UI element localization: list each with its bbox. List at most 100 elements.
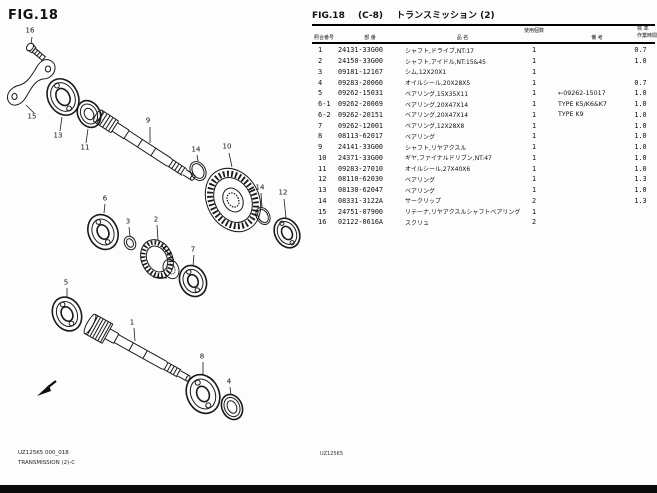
cell-name: ベアリング [405, 133, 436, 141]
cell-qty: 1 [531, 100, 537, 109]
parts-table: FIG.18 (C-8) トランスミッション (2) 照合番号 部 番 品 名 … [312, 8, 657, 228]
part-oil-seal [220, 393, 244, 421]
cell-ref: 12 [318, 175, 327, 184]
table-row: 14 08331-3122A サークリップ 2 1.3 [312, 196, 655, 207]
cell-part-no: 24371-33G00 [338, 153, 384, 162]
table-header: 照合番号 部 番 品 名 使用個数 備 考 標 準 作業時間 [312, 26, 657, 44]
cell-name: ベアリング,12X28X8 [405, 123, 465, 131]
cell-part-no: 09262-15031 [338, 89, 384, 98]
cell-time: 1.0 [634, 57, 647, 66]
cell-time: 1.3 [634, 196, 647, 205]
cell-part-no: 09262-20151 [338, 110, 384, 119]
part-bearing [87, 213, 119, 251]
callout-2: 2 [153, 215, 159, 224]
callout-9: 9 [145, 116, 151, 125]
cell-ref: 10 [318, 153, 327, 162]
table-title-fig: FIG.18 [312, 11, 345, 21]
part-bearing [273, 217, 301, 249]
cell-ref: 4 [318, 78, 323, 87]
cell-name: スクリュ [405, 219, 430, 227]
cell-qty: 2 [531, 196, 537, 205]
cell-name: ベアリング [405, 176, 436, 184]
cell-part-no: 24141-33G00 [338, 143, 384, 152]
callout-16: 16 [25, 26, 35, 35]
part-shim [123, 235, 137, 251]
exploded-parts-diagram: FIG.18 [0, 0, 310, 445]
cell-part-no: 08331-3122A [338, 196, 384, 205]
cell-name: ベアリング,20X47X14 [405, 112, 469, 120]
cell-ref: 2 [318, 57, 323, 66]
cell-part-no: 09262-20069 [338, 100, 384, 109]
cell-time: 1.0 [634, 89, 647, 98]
cell-ref: 5 [318, 89, 323, 98]
table-title-name: トランスミッション (2) [396, 11, 495, 21]
cell-remarks: TYPE K9 [558, 111, 584, 119]
cell-part-no: 08113-62017 [338, 132, 384, 141]
cell-remarks: TYPE K5/K6&K7 [558, 100, 607, 108]
part-idle-gear [140, 239, 180, 280]
part-screw [25, 42, 47, 62]
cell-name: シム,12X20X1 [405, 69, 447, 77]
footer-section-name: TRANSMISSION (2)-C [18, 460, 76, 467]
cell-ref: 14 [318, 196, 327, 205]
cell-name: リテーナ,リヤアクスルシャフトベアリング [405, 209, 521, 217]
cell-part-no: 09262-12001 [338, 121, 384, 130]
callout-11: 11 [80, 143, 90, 152]
cell-ref: 9 [318, 143, 323, 152]
cell-name: ギヤ,ファイナルドリブン,NT:47 [405, 155, 492, 163]
callout-12: 12 [278, 188, 288, 197]
cell-part-no: 09181-12167 [338, 67, 384, 76]
cell-part-no: 02122-0616A [338, 218, 384, 227]
footer-file-id: UZ125K5 000_018 [18, 450, 69, 456]
cell-qty: 1 [531, 46, 537, 55]
table-row: 3 09181-12167 シム,12X20X1 1 [312, 67, 655, 78]
part-final-driven-gear [204, 167, 262, 233]
cell-qty: 1 [531, 78, 537, 87]
cell-qty: 1 [531, 67, 537, 76]
header-remarks: 備 考 [591, 35, 603, 41]
cell-qty: 1 [531, 175, 537, 184]
cell-ref: 3 [318, 67, 323, 76]
cell-name: サークリップ [405, 198, 442, 206]
cell-qty: 1 [531, 164, 537, 173]
cell-ref: 8 [318, 132, 323, 141]
leader-lines [25, 36, 287, 396]
cell-name: シャフト,ドライブ,NT:17 [405, 47, 474, 55]
header-qty: 使用個数 [523, 28, 544, 34]
callout-8: 8 [199, 352, 205, 361]
part-retainer [7, 59, 56, 106]
cell-part-no: 08110-62030 [338, 175, 384, 184]
table-title: FIG.18 (C-8) トランスミッション (2) [312, 8, 655, 26]
footer-model-code: UZ125K5 [320, 451, 344, 457]
cell-name: シャフト,アイドル,NT:15&45 [405, 58, 486, 66]
footer-left: UZ125K5 000_018 TRANSMISSION (2)-C [18, 448, 75, 469]
cell-qty: 1 [531, 121, 537, 130]
cell-ref: 1 [318, 46, 323, 55]
figure-label: FIG.18 [8, 8, 59, 23]
header-part-no: 部 番 [364, 35, 376, 41]
header-time-top: 標 準 [637, 26, 649, 32]
cell-ref: 6-1 [318, 100, 331, 109]
cell-time: 1.0 [634, 132, 647, 141]
table-title-ref: (C-8) [357, 11, 384, 21]
cell-time: 1.0 [634, 143, 647, 152]
cell-time: 1.0 [634, 110, 647, 119]
part-bearing [178, 264, 208, 298]
cell-ref: 7 [318, 121, 323, 130]
cell-name: ベアリング,15X35X11 [405, 90, 469, 98]
cell-time: 1.0 [634, 100, 647, 109]
diagram-drawing-icon [7, 36, 301, 421]
cell-part-no: 24751-07900 [338, 207, 384, 216]
cell-ref: 11 [318, 164, 327, 173]
callout-1: 1 [129, 318, 135, 327]
part-circlip [255, 206, 271, 226]
callout-14: 14 [255, 183, 265, 192]
header-ref-no: 照合番号 [314, 35, 335, 41]
